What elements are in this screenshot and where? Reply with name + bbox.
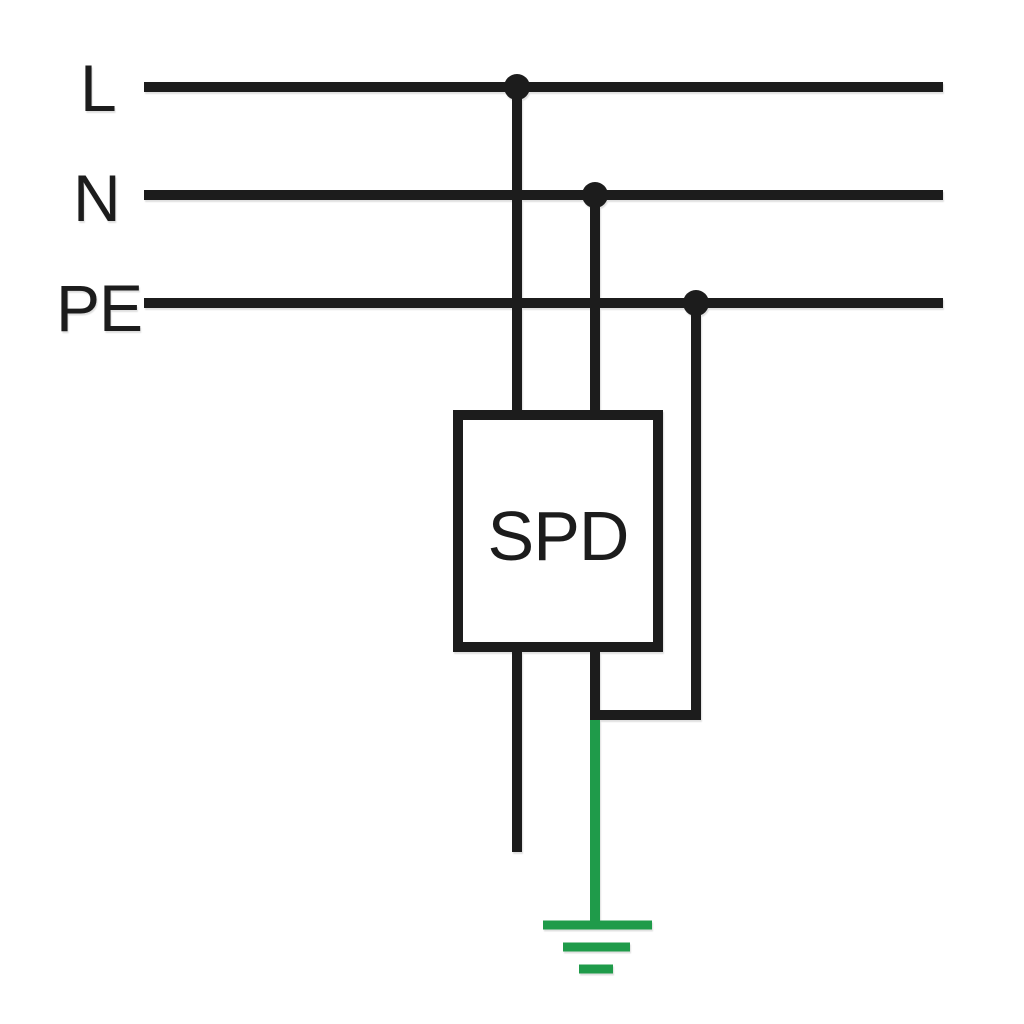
label-neutral-n: N [73, 161, 120, 235]
n-junction-dot [582, 182, 608, 208]
spd-label: SPD [488, 497, 629, 575]
label-earth-pe: PE [56, 271, 142, 345]
pe-junction-dot [683, 290, 709, 316]
label-line-l: L [80, 51, 116, 125]
spd-box [453, 410, 663, 652]
earth-ground-symbol [543, 920, 652, 974]
l-junction-dot [504, 74, 530, 100]
